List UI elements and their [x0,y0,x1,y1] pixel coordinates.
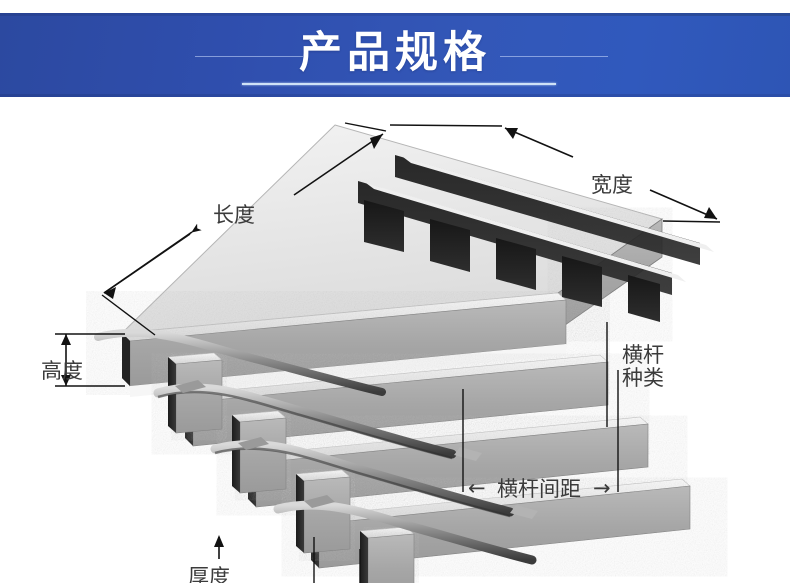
label-crossbar-spacing: 横杆间距 [497,477,581,501]
grating-diagram: 长度 宽度 高度 厚度 间距 横杆 种类 ← 横杆间距 → [0,97,790,583]
page-title: 产品规格 [299,28,491,78]
label-length: 长度 [213,203,255,227]
banner-top-shade [0,13,790,16]
label-height: 高度 [41,359,83,383]
crossbar-spacing-dimension [462,370,619,492]
bearing-bar-rear [395,155,714,265]
diagram-text-labels: 长度 宽度 高度 厚度 间距 横杆 种类 ← 横杆间距 → [41,173,664,583]
label-width: 宽度 [591,173,633,197]
page-header-banner: 产品规格 [0,13,790,97]
spacing-dimension [313,537,361,583]
height-dimension [55,333,125,387]
bearing-bar-stub [359,526,415,583]
length-dimension [101,122,387,336]
label-thickness: 厚度 [188,565,230,583]
bearing-bar [121,292,567,387]
width-dimension [389,124,721,223]
crossbar-spacing-left-arrow: ← [468,476,486,500]
bearing-bar [184,354,609,447]
title-rule-right [500,56,608,57]
thickness-dimension [214,535,224,559]
cross-bar [94,328,386,396]
label-crossbar-type-line1: 横杆 [622,343,664,367]
dimension-annotations [55,122,721,583]
bearing-bar-stub [231,410,287,494]
bearing-bar-stub [295,469,351,554]
banner-bottom-shade [0,94,790,97]
crossbar-spacing-right-arrow: → [593,476,611,500]
bearing-bar-stub [167,352,223,434]
title-rule-left [195,56,303,57]
bearing-bar [247,416,649,508]
title-underline [242,83,556,85]
grating-illustration [94,124,714,583]
label-crossbar-type-line2: 种类 [622,366,664,390]
